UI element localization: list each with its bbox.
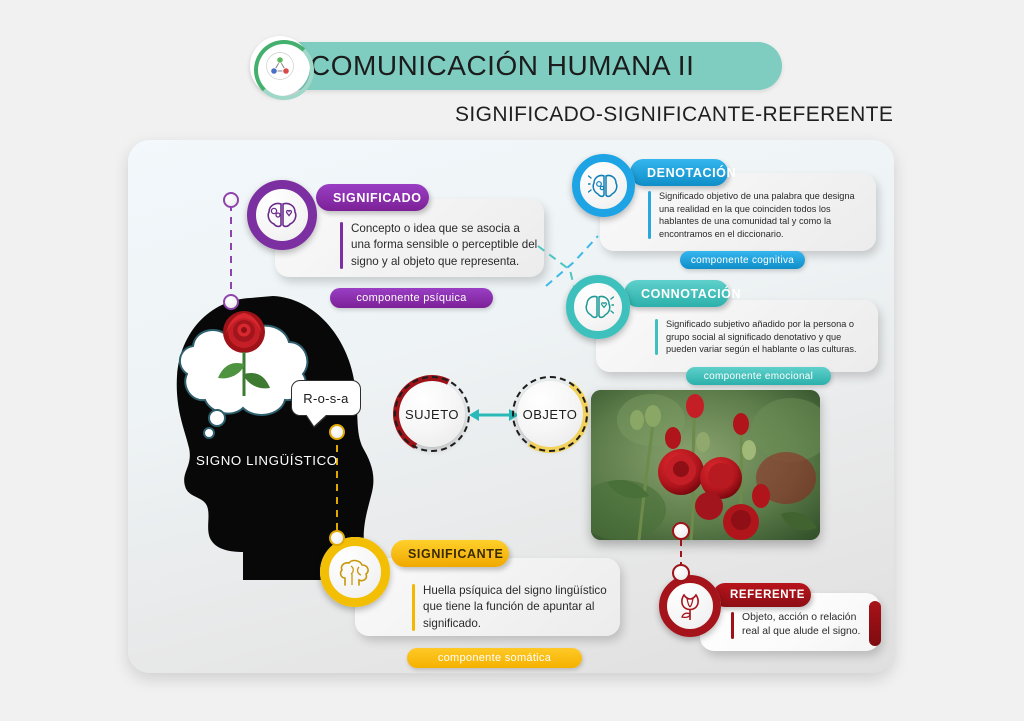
connotacion-badge-ring [566, 275, 630, 339]
brain-heart-rays-icon [566, 275, 630, 339]
connector-dot-significado-top [223, 192, 239, 208]
people-network-icon [250, 36, 314, 100]
sujeto-dash-ring [394, 376, 470, 452]
connector-dot-significado-bottom [223, 294, 239, 310]
head-label: SIGNO LINGÜÍSTICO [196, 453, 338, 468]
connotacion-card-body [596, 300, 878, 372]
brain-icon [320, 537, 390, 607]
connotacion-ribbon: CONNOTACIÓN [624, 280, 741, 307]
objeto-node[interactable]: OBJETO [504, 368, 596, 460]
significado-card-body [275, 199, 544, 277]
significante-card-body [355, 558, 620, 636]
objeto-dash-ring [512, 376, 588, 452]
roses-photo [591, 390, 820, 540]
denotacion-text: Significado objetivo de una palabra que … [648, 190, 866, 240]
page-title: COMUNICACIÓN HUMANA II [310, 50, 695, 81]
significado-badge-ring [247, 180, 317, 250]
referente-accent-bar [869, 601, 881, 646]
connector-dot-significante-bottom [329, 530, 345, 546]
significante-text: Huella psíquica del signo lingüístico qu… [412, 583, 612, 632]
referente-badge-ring [659, 575, 721, 637]
significado-pill: componente psíquica [330, 288, 493, 308]
denotacion-pill: componente cognitiva [680, 251, 805, 269]
speech-bubble: R-o-s-a [291, 380, 361, 416]
referente-text: Objeto, acción o relación real al que al… [731, 611, 871, 640]
connector-dot-referente-bottom [672, 564, 690, 582]
sujeto-node[interactable]: SUJETO [382, 364, 482, 464]
denotacion-badge-ring [572, 154, 635, 217]
denotacion-card-body [600, 173, 876, 251]
significado-text: Concepto o idea que se asocia a una form… [340, 221, 540, 270]
significante-ribbon: SIGNIFICANTE [391, 540, 509, 567]
denotacion-ribbon: DENOTACIÓN [630, 159, 736, 186]
significante-badge-ring [320, 537, 390, 607]
connector-dot-referente-top [672, 522, 690, 540]
rose-flower-icon [659, 575, 721, 637]
page-subtitle: SIGNIFICADO-SIGNIFICANTE-REFERENTE [455, 103, 894, 126]
referente-ribbon: REFERENTE [713, 583, 811, 607]
header-band [265, 42, 782, 90]
rose-thought-bubble-icon [204, 308, 284, 400]
significante-pill: componente somática [407, 648, 582, 668]
connotacion-pill: componente emocional [686, 367, 831, 385]
connector-dot-significante-top [329, 424, 345, 440]
connotacion-text: Significado subjetivo añadido por la per… [655, 318, 867, 356]
brain-gear-heart-icon [247, 180, 317, 250]
infographic-panel: SIGNO LINGÜÍSTICO R-o-s-a SUJETO OBJETO [128, 140, 894, 673]
significado-ribbon: SIGNIFICADO [316, 184, 429, 211]
brain-gear-rays-icon [572, 154, 635, 217]
